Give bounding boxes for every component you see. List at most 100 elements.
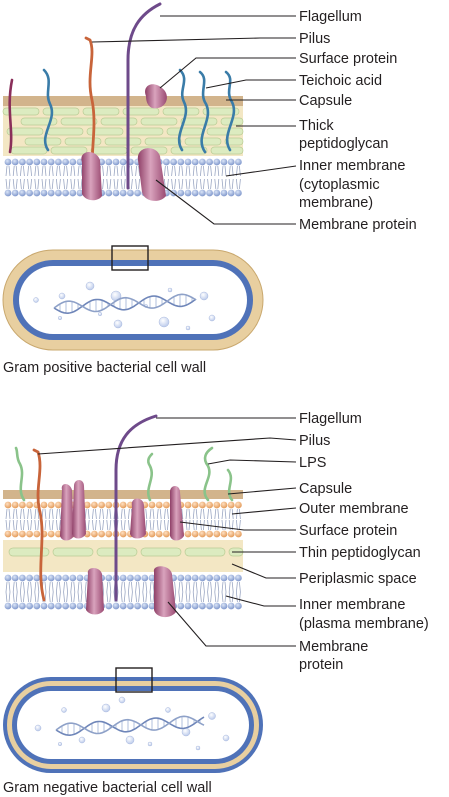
gn-outer-lipid-tail — [37, 519, 40, 531]
gp-lipid-head — [62, 189, 69, 197]
gn-outer-lipid-head — [199, 501, 206, 509]
gp-lipid-tail — [51, 178, 54, 190]
gn-outer-lipid-head — [155, 501, 163, 509]
gn-capsule-layer — [3, 490, 243, 499]
gp-lipid-head — [213, 189, 221, 197]
gp-lipid-head — [119, 189, 127, 197]
gp-lipid-tail — [131, 165, 133, 177]
gn-outer-lipid-tail — [92, 508, 94, 520]
gp-lipid-tail — [59, 165, 61, 177]
gp-pg-block — [2, 107, 40, 116]
gn-inner-lipid-head — [76, 602, 84, 610]
gn-outer-lipid-tail — [23, 519, 25, 531]
gp-lipid-head — [47, 189, 55, 197]
gp-lipid-tail — [224, 165, 227, 177]
gn-outer-lipid-tail — [120, 508, 123, 520]
gp-lipid-tail — [138, 165, 140, 177]
gp-lipid-tail — [109, 165, 112, 177]
gn-inner-lipid-tail — [138, 581, 140, 593]
gp-flagellum — [126, 2, 162, 190]
gn-label-flagellum: Flagellum — [299, 411, 362, 427]
gn-outer-lipid-tail — [236, 519, 238, 531]
gn-inner-lipid-tail — [37, 581, 40, 593]
gn-inner-lipid-tail — [77, 581, 80, 593]
gp-membrane-protein-1 — [81, 151, 102, 201]
gn-inner-lipid-tail — [214, 581, 217, 593]
gn-outer-lipid-head — [19, 501, 26, 509]
gp-label-cytoplasmic: (cytoplasmic — [299, 177, 380, 193]
gn-outer-lipid-head — [119, 530, 127, 538]
gp-particle — [185, 325, 191, 331]
gp-whole-cell — [2, 245, 264, 351]
gn-inner-lipid-tail — [221, 591, 224, 603]
gp-lipid-head — [199, 189, 206, 197]
gn-outer-lipid-tail — [8, 519, 11, 531]
gn-inner-lipid-head — [235, 574, 242, 582]
gn-outer-lipid-head — [235, 530, 242, 538]
gn-lps-chains — [14, 446, 234, 502]
gn-inner-lipid-head — [33, 574, 41, 582]
gn-outer-lipid-tail — [210, 508, 212, 520]
gn-outer-lipid-head — [213, 530, 221, 538]
gp-pg-block — [166, 127, 204, 136]
gn-inner-lipid-tail — [51, 581, 54, 593]
gn-inner-lipid-tail — [145, 591, 148, 603]
gp-lipid-tail — [27, 178, 29, 190]
gp-label-thick: Thick — [299, 118, 334, 134]
gp-lipid-tail — [214, 165, 217, 177]
gp-lipid-tail — [185, 165, 188, 177]
gn-outer-lipid-tail — [181, 508, 184, 520]
gp-particle — [33, 297, 39, 303]
gp-lipid-head — [19, 158, 26, 166]
gn-particle — [208, 712, 216, 720]
gn-outer-lipid-tail — [5, 508, 8, 520]
gp-lipid-tail — [70, 178, 73, 190]
gn-outer-lipid-head — [119, 501, 127, 509]
gn-label-inner-membrane: Inner membrane — [299, 597, 405, 613]
gp-lipid-tail — [63, 165, 65, 177]
gn-outer-lipid-tail — [51, 508, 54, 520]
gn-inner-lipid-tail — [15, 581, 18, 593]
gn-inner-lipid-tail — [131, 591, 133, 603]
gn-inner-lipid-tail — [80, 591, 83, 603]
gp-label-teichoic-acid: Teichoic acid — [299, 73, 382, 89]
gp-pilus-left — [8, 78, 14, 154]
gn-outer-lipid-head — [33, 530, 41, 538]
gram-positive-wall-section — [2, 2, 244, 201]
gp-lipid-head — [235, 158, 242, 166]
gn-outer-lipid-tail — [99, 508, 101, 520]
gn-outer-lipid-tail — [207, 508, 209, 520]
gn-inner-lipid-tail — [128, 581, 130, 593]
gn-outer-lipid-tail — [56, 508, 58, 520]
gn-outer-lipid-head — [55, 501, 62, 509]
gn-particle — [195, 745, 201, 751]
gn-inner-lipid-tail — [142, 591, 145, 603]
gn-inner-lipid-tail — [228, 581, 231, 593]
gn-inner-lipid-tail — [181, 591, 184, 603]
gn-outer-lipid-tail — [224, 508, 227, 520]
gn-outer-lipid-tail — [84, 508, 87, 520]
gn-outer-lipid-tail — [145, 519, 148, 531]
gp-pg-block — [140, 117, 178, 126]
gn-inner-lipid-tail — [217, 581, 220, 593]
gn-outer-lipid-head — [4, 530, 12, 538]
gn-outer-lipid-tail — [164, 519, 166, 531]
gp-lipid-tail — [102, 165, 104, 177]
gn-particle — [222, 734, 230, 742]
gp-lipid-tail — [41, 165, 44, 177]
gn-outer-lipid-head — [191, 501, 199, 509]
gn-inner-lipid-head — [11, 602, 19, 610]
gn-outer-lipid-tail — [192, 519, 195, 531]
gn-outer-lipid-tail — [30, 519, 32, 531]
gn-inner-lipid-head — [220, 574, 228, 582]
gn-outer-lipid-tail — [120, 519, 123, 531]
gp-lipid-head — [184, 158, 192, 166]
gn-dna-strand — [55, 716, 205, 737]
gp-label-flagellum: Flagellum — [299, 9, 362, 25]
gp-lipid-head — [220, 189, 228, 197]
gn-leader-lines — [37, 417, 297, 647]
gn-outer-lipid-tail — [102, 508, 104, 520]
gn-inner-lipid-tail — [174, 581, 176, 593]
gp-lipid-tail — [41, 178, 44, 190]
gn-inner-lipid-head — [105, 602, 113, 610]
